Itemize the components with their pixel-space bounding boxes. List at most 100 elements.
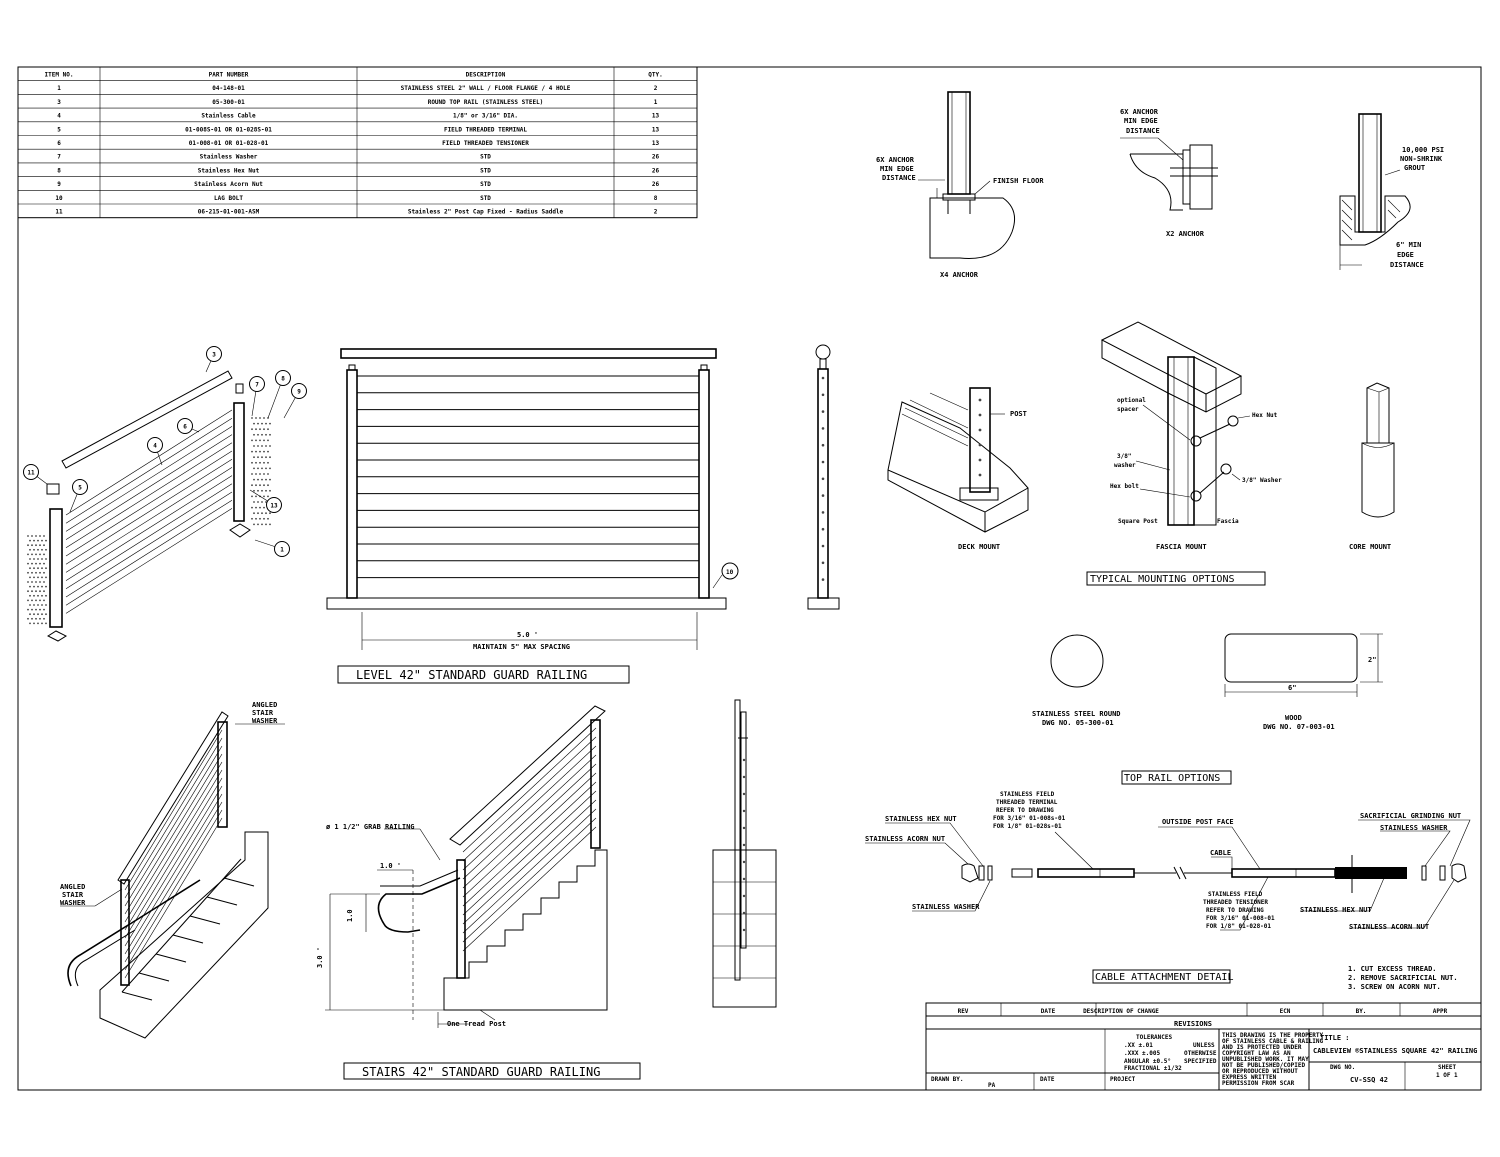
post-hole: [821, 460, 825, 464]
hardware-dot: [265, 467, 267, 470]
finish-floor-label: FINISH FLOOR: [993, 177, 1044, 185]
stairs-side-view: [712, 699, 777, 1008]
hardware-dot: [43, 590, 45, 593]
fascia-mount-label: FASCIA MOUNT: [1156, 543, 1207, 551]
cable-line: [124, 793, 223, 955]
hardware-dot: [35, 571, 37, 574]
hardware-dot: [257, 489, 259, 492]
hardware-dot: [251, 495, 253, 498]
washer-38-line2: washer: [1114, 462, 1136, 469]
hardware-dot: [45, 558, 47, 560]
hardware-dot: [253, 512, 255, 515]
post-hole: [821, 511, 825, 514]
bom-header-cell: DESCRIPTION: [466, 72, 506, 79]
dwg-no: CV-SSQ 42: [1350, 1076, 1388, 1084]
bom-cell: 4: [57, 113, 61, 120]
hardware-dot: [267, 461, 269, 464]
square-post-label: Square Post: [1118, 518, 1158, 525]
bom-cell: 9: [57, 181, 61, 188]
hardware-dot: [261, 489, 263, 492]
bom-header-cell: QTY.: [648, 72, 662, 79]
hardware-dot: [251, 428, 253, 431]
washer-right-label: STAINLESS WASHER: [1380, 824, 1448, 832]
deck-mount-label: DECK MOUNT: [958, 543, 1000, 551]
hardware-dot: [263, 517, 265, 520]
post-hole: [742, 826, 746, 830]
hardware-dot: [43, 617, 45, 620]
hardware-dot: [257, 467, 259, 470]
bom-cell: Stainless Hex Nut: [198, 167, 260, 174]
post-label: POST: [1010, 410, 1027, 418]
top-rail-options-title: TOP RAIL OPTIONS: [1124, 773, 1220, 784]
hardware-dot: [29, 548, 31, 551]
x4-edge-line1: 6X ANCHOR: [876, 156, 915, 164]
hardware-dot: [35, 617, 37, 620]
hardware-dot: [31, 599, 33, 602]
x2-edge-line3: DISTANCE: [1126, 127, 1160, 135]
cable-line: [65, 491, 233, 598]
hardware-dot: [37, 539, 39, 542]
hardware-dot: [255, 461, 257, 464]
hardware-dot: [43, 553, 45, 556]
hardware-dot: [41, 539, 43, 542]
hardware-dot: [45, 604, 47, 606]
bom-cell: 13: [652, 140, 660, 147]
dim-30: 3.0 ': [316, 947, 324, 968]
dim-10-side: 1.0: [346, 909, 354, 922]
hardware-dot: [31, 590, 33, 593]
bom-cell: Stainless Washer: [200, 154, 258, 161]
property-notice-line: NOT BE PUBLISHED/COPIED: [1222, 1062, 1305, 1069]
hardware-dot: [263, 428, 265, 431]
fascia-mount-view: optional spacer 3/8" washer Hex bolt Squ…: [1100, 321, 1282, 551]
stair-step: [223, 858, 255, 887]
bom-cell: STD: [480, 181, 491, 188]
hardware-dot: [27, 535, 29, 537]
hardware-dot: [265, 445, 267, 447]
bom-outline: [17, 66, 698, 219]
hardware-dot: [257, 478, 259, 481]
balloon-number: 11: [27, 469, 35, 476]
hardware-dot: [253, 489, 255, 492]
core-edge-line1: 6" MIN: [1396, 241, 1421, 249]
top-rail-options: STAINLESS STEEL ROUND DWG NO. 05-300-01 …: [1032, 633, 1383, 785]
property-notice-line: THIS DRAWING IS THE PROPERTY: [1222, 1032, 1324, 1039]
dim-10-top: 1.0 ': [380, 862, 401, 870]
cable-line: [65, 409, 233, 516]
hardware-dot: [257, 433, 259, 436]
cable-line: [124, 801, 223, 963]
note-3: 3. SCREW ON ACORN NUT.: [1348, 983, 1441, 991]
hardware-dot: [33, 576, 35, 579]
property-notice-line: PERMISSION FROM SCAR: [1222, 1080, 1295, 1087]
hardware-dot: [31, 562, 33, 565]
x4-edge-line3: DISTANCE: [882, 174, 916, 182]
acorn-right-label: STAINLESS ACORN NUT: [1349, 923, 1429, 931]
x2-edge-line1: 6X ANCHOR: [1120, 108, 1159, 116]
cable-line: [124, 809, 223, 971]
wood-width: 6": [1288, 684, 1296, 692]
cable-line: [462, 799, 597, 925]
hardware-dot: [261, 467, 263, 470]
hardware-dot: [43, 535, 45, 537]
rev-header: APPR: [1433, 1008, 1448, 1015]
post-hole: [978, 473, 982, 477]
hardware-dot: [257, 445, 259, 447]
hardware-dot: [33, 604, 35, 606]
sheet-border: [17, 66, 1482, 1091]
cable-detail-title: CABLE ATTACHMENT DETAIL: [1095, 972, 1233, 983]
post-hole: [978, 398, 982, 402]
x2-anchor-detail: 6X ANCHOR MIN EDGE DISTANCE X2 ANCHOR: [1120, 108, 1218, 238]
bom-cell: STAINLESS STEEL 2" WALL / FLOOR FLANGE /…: [401, 85, 571, 92]
hardware-dot: [35, 562, 37, 565]
hardware-dot: [269, 456, 271, 459]
angled-washer-left-3: WASHER: [60, 899, 86, 907]
balloon-circle: [274, 541, 290, 557]
hardware-dot: [39, 571, 41, 574]
terminal-line4: FOR 3/16" 01-008s-01: [993, 815, 1066, 822]
hardware-dot: [43, 544, 45, 547]
post-hole: [742, 843, 746, 847]
hardware-dot: [35, 590, 37, 593]
cable-line: [124, 745, 223, 907]
optional-spacer-line2: spacer: [1117, 406, 1139, 413]
